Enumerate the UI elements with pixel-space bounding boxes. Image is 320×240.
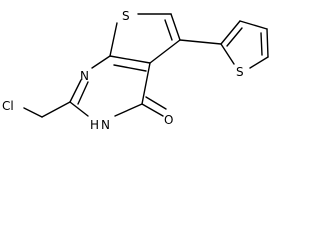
bond-c4-c4a: [141, 62, 151, 105]
bond-th-s-c2: [220, 43, 235, 65]
bond-n7-c2-double: [77, 81, 89, 105]
atom-label-layer: S N N H O Cl S: [2, 9, 244, 132]
chemical-structure: S N N H O Cl S: [2, 9, 269, 132]
bond-layer: [23, 13, 269, 118]
bond-c2-ch2: [41, 101, 71, 118]
atom-oxygen-carbonyl: O: [164, 113, 173, 127]
atom-hydrogen-nh: H: [90, 118, 99, 132]
bond-c4a-c7a: [109, 55, 151, 64]
bond-th-c3-c4: [239, 20, 268, 30]
bond-c4-o: [141, 103, 164, 117]
bond-th-c2-c3: [220, 20, 241, 45]
bond-c7a-n7: [91, 55, 111, 69]
bond-th-c2-c3-double: [226, 27, 243, 47]
bond-n7-c2: [69, 79, 82, 103]
bond-th-c5-s: [249, 56, 269, 69]
bond-c4a-c7a-double: [113, 64, 147, 72]
atom-sulfur-thienyl: S: [236, 65, 244, 79]
bond-c5-thienyl: [179, 39, 222, 45]
atom-sulfur-fused: S: [122, 9, 130, 23]
atom-nitrogen-ring: N: [80, 69, 89, 83]
bond-n3-c4: [114, 103, 143, 117]
bond-s1-c7a: [109, 22, 118, 57]
atom-nitrogen-nh: N: [101, 118, 110, 132]
bond-c6-c5: [170, 13, 181, 41]
bond-th-c4-c5: [266, 28, 269, 58]
bond-ch2-cl: [23, 107, 43, 118]
bond-c6-c5-double: [164, 19, 173, 41]
bond-th-c4-c5-double: [260, 32, 263, 56]
bond-c2-n3: [69, 101, 89, 117]
bond-c5-c4a: [149, 39, 181, 64]
atom-chlorine: Cl: [2, 99, 14, 113]
bond-c4-o-double: [145, 96, 167, 110]
